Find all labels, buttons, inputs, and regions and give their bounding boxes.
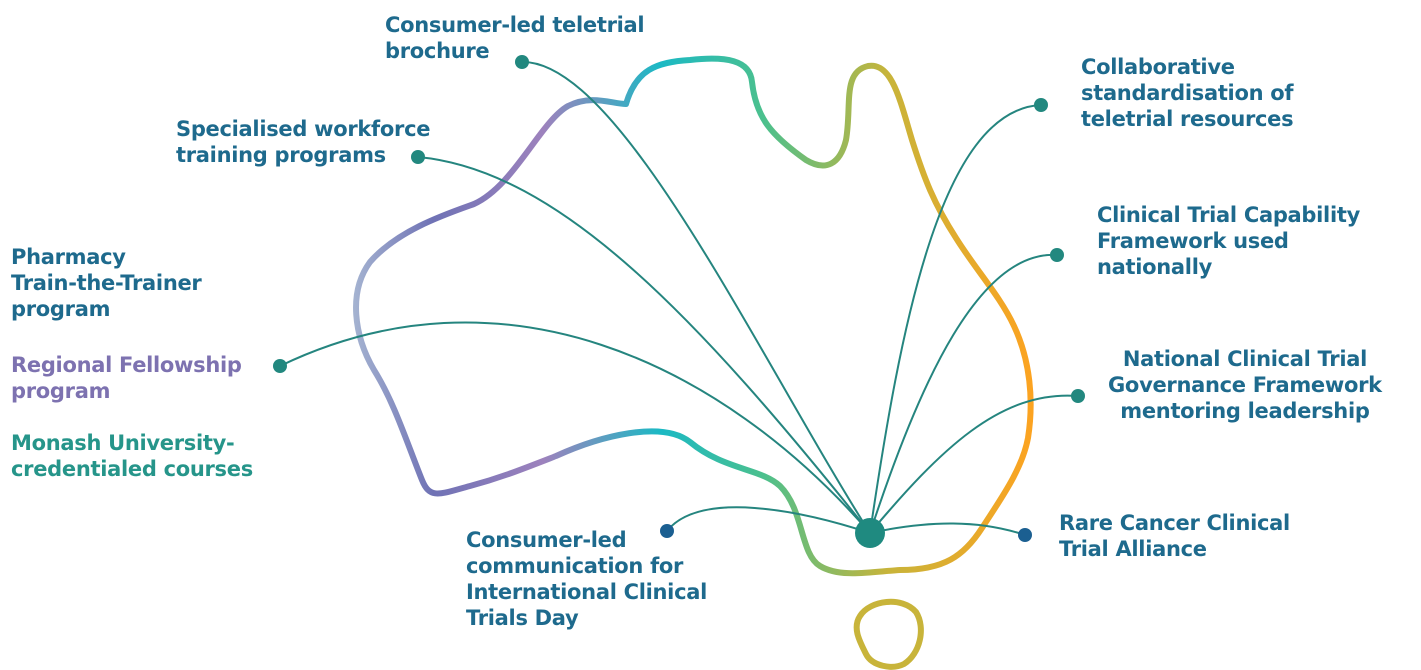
dot-rare-cancer (1018, 528, 1032, 542)
australia-mainland-outline (353, 55, 1034, 577)
label-line: International Clinical (466, 580, 707, 604)
connector-pharmacy-group (279, 321, 871, 534)
label-line: teletrial resources (1081, 107, 1294, 131)
connector-consumer-communication (666, 506, 871, 534)
connector-rare-cancer (869, 522, 1026, 536)
label-line: Collaborative (1081, 55, 1235, 79)
dot-consumer-brochure (515, 55, 529, 69)
label-line: Consumer-led (466, 528, 627, 552)
label-line: brochure (385, 39, 490, 63)
label-line: Clinical Trial Capability (1097, 203, 1360, 227)
connector-collaborative (869, 104, 1042, 534)
label-line: Pharmacy (11, 245, 126, 269)
dot-pharmacy-group (273, 359, 287, 373)
tasmania-outline (853, 598, 924, 670)
label-line: Consumer-led teletrial (385, 13, 645, 37)
connector-governance (869, 394, 1079, 534)
dot-capability-framework (1050, 248, 1064, 262)
label-monash: Monash University- credentialed courses (11, 430, 253, 482)
label-line: Regional Fellowship (11, 353, 242, 377)
label-line: program (11, 297, 111, 321)
label-pharmacy: Pharmacy Train-the-Trainer program (11, 244, 202, 322)
label-line: communication for (466, 554, 684, 578)
label-collaborative: Collaborative standardisation of teletri… (1081, 54, 1294, 132)
hub-dot (855, 518, 885, 548)
label-line: National Clinical Trial (1122, 347, 1367, 371)
connector-consumer-brochure (521, 60, 871, 534)
dot-collaborative (1034, 98, 1048, 112)
label-capability-framework: Clinical Trial Capability Framework used… (1097, 202, 1360, 280)
label-line: Trials Day (466, 606, 579, 630)
label-line: Trial Alliance (1059, 537, 1207, 561)
dot-workforce-training (411, 150, 425, 164)
label-line: Rare Cancer Clinical (1059, 511, 1290, 535)
label-governance: National Clinical Trial Governance Frame… (1108, 346, 1382, 424)
label-consumer-communication: Consumer-led communication for Internati… (466, 527, 707, 631)
label-line: mentoring leadership (1120, 399, 1370, 423)
label-regional-fellowship: Regional Fellowship program (11, 352, 242, 404)
label-consumer-brochure: Consumer-led teletrial brochure (385, 12, 645, 64)
label-line: Specialised workforce (176, 117, 431, 141)
connector-workforce-training (417, 156, 871, 534)
label-rare-cancer: Rare Cancer Clinical Trial Alliance (1059, 510, 1290, 562)
label-workforce-training: Specialised workforce training programs (176, 116, 430, 168)
label-line: nationally (1097, 255, 1212, 279)
label-line: Monash University- (11, 431, 235, 455)
dot-consumer-communication (660, 524, 674, 538)
dot-governance (1071, 389, 1085, 403)
connector-capability-framework (869, 253, 1058, 534)
label-line: Framework used (1097, 229, 1289, 253)
label-line: credentialed courses (11, 457, 253, 481)
label-line: training programs (176, 143, 386, 167)
label-line: Governance Framework (1108, 373, 1382, 397)
label-line: program (11, 379, 111, 403)
label-line: standardisation of (1081, 81, 1294, 105)
label-line: Train-the-Trainer (11, 271, 202, 295)
